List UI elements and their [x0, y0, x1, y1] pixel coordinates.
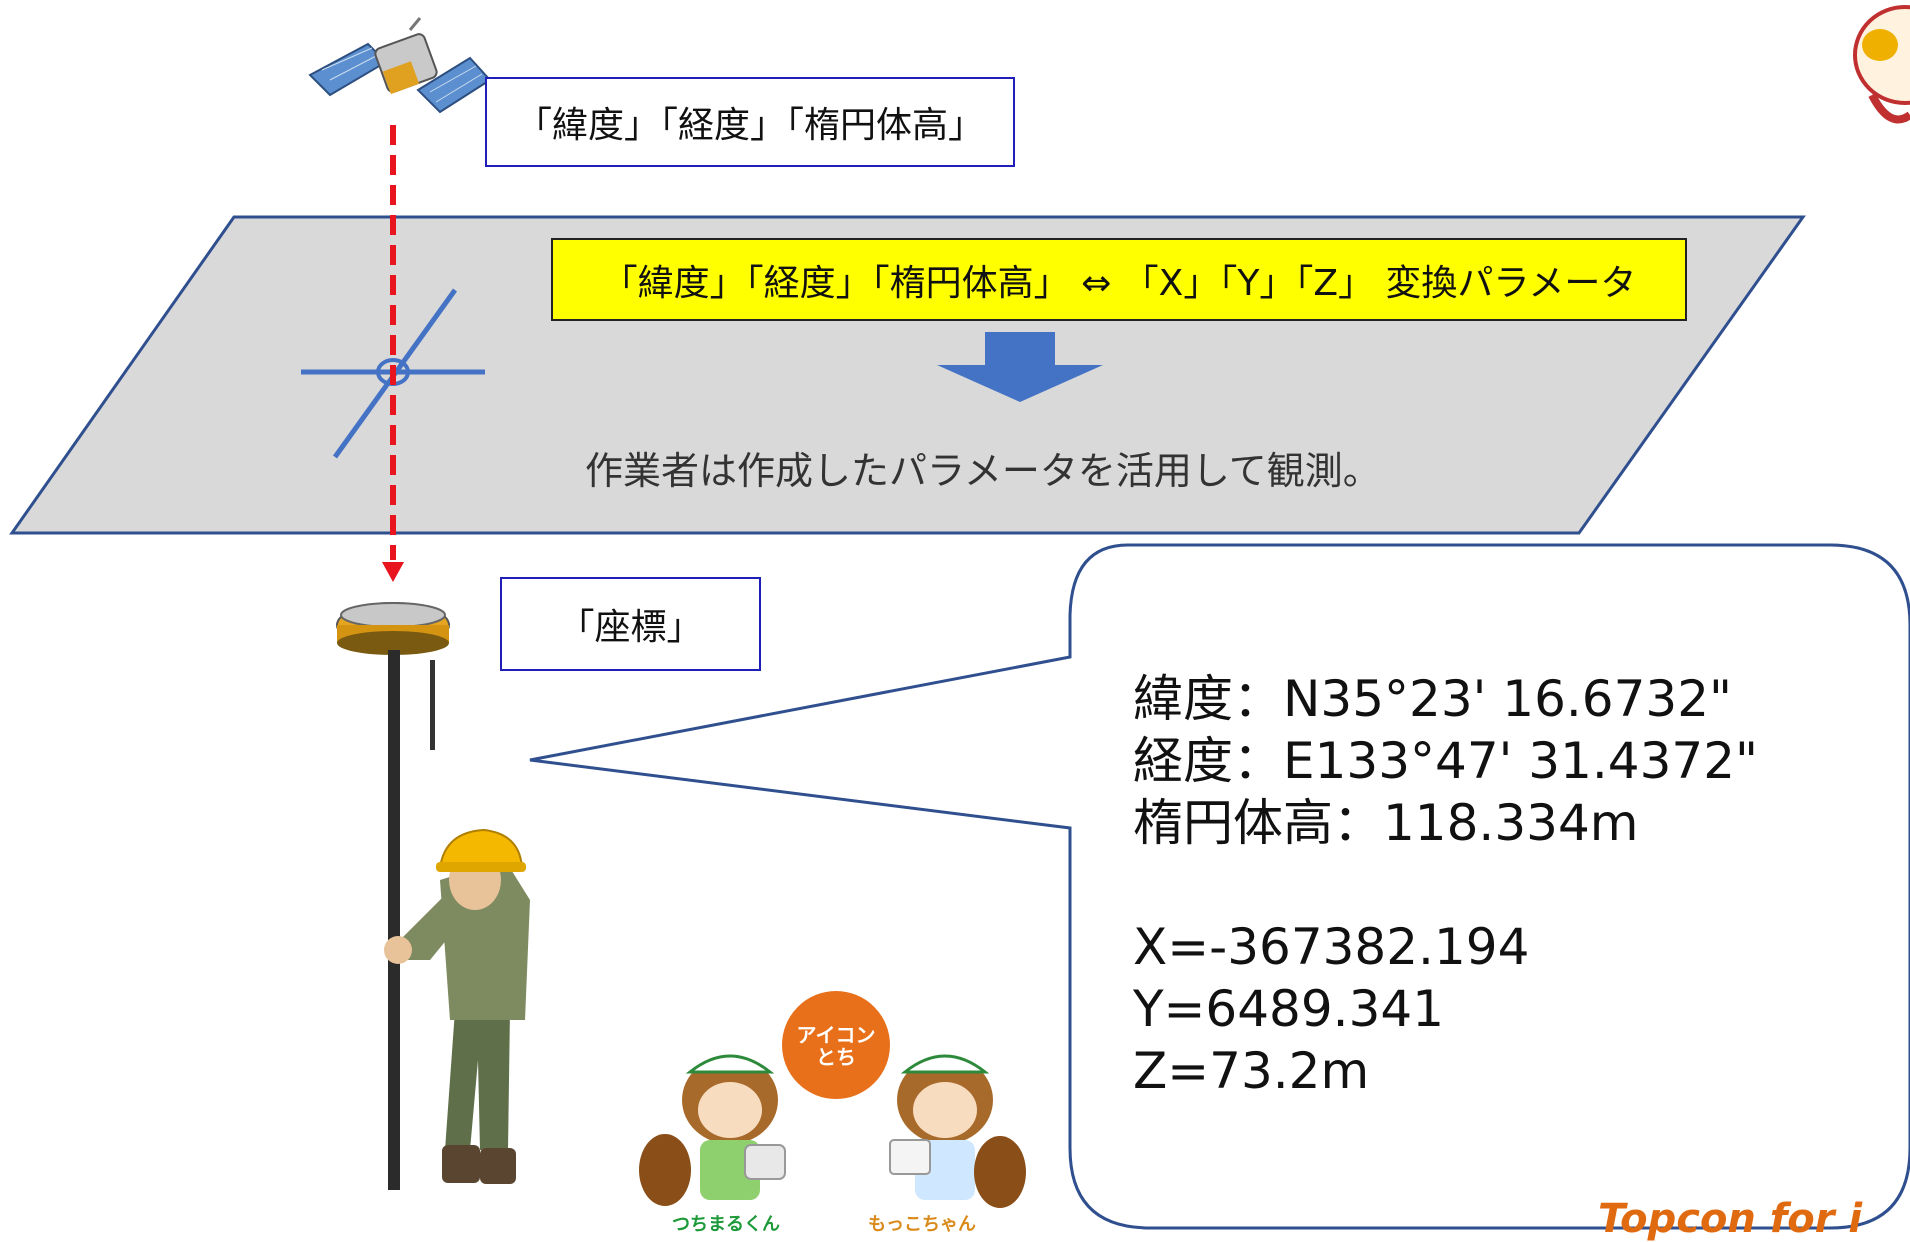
ellipsoid-height-value: 楕円体高：118.334m — [1133, 794, 1639, 852]
longitude-value: 経度：E133°47' 31.4372" — [1133, 732, 1759, 790]
down-arrow — [937, 332, 1103, 402]
satellite-coordinates-label: 「緯度」「経度」「楕円体高」 — [485, 77, 1015, 167]
x-coordinate-value: X=-367382.194 — [1133, 918, 1530, 976]
z-coordinate-value: Z=73.2m — [1133, 1042, 1370, 1100]
operator-note: 作業者は作成したパラメータを活用して観測。 — [585, 449, 1381, 493]
mascot-badge-text: アイコン とち — [796, 1023, 876, 1069]
satellite-icon — [308, 17, 492, 114]
surveyor-illustration — [336, 602, 530, 1190]
satellite-coordinates-text: 「緯度」「経度」「楕円体高」 — [515, 105, 984, 146]
signal-arrowhead — [382, 562, 404, 582]
corner-character-illustration — [1853, 5, 1910, 124]
mascot-illustration — [639, 987, 1026, 1208]
conversion-parameter-label: 「緯度」「経度」「楕円体高」 ⇔ 「X」「Y」「Z」 変換パラメータ — [551, 238, 1687, 321]
footer-logo: Topcon for i — [1598, 1196, 1863, 1242]
callout-bubble — [529, 543, 1910, 1230]
conversion-parameter-text: 「緯度」「経度」「楕円体高」 ⇔ 「X」「Y」「Z」 変換パラメータ — [601, 262, 1637, 304]
mascot-left-name: つちまるくん — [672, 1214, 780, 1235]
y-coordinate-value: Y=6489.341 — [1133, 980, 1445, 1038]
callout-content: 緯度：N35°23' 16.6732" 経度：E133°47' 31.4372"… — [1133, 668, 1758, 1102]
coordinate-label: 「座標」 — [500, 577, 761, 671]
latitude-value: 緯度：N35°23' 16.6732" — [1133, 670, 1733, 728]
coordinate-label-text: 「座標」 — [558, 607, 703, 648]
mascot-right-name: もっこちゃん — [868, 1214, 976, 1235]
